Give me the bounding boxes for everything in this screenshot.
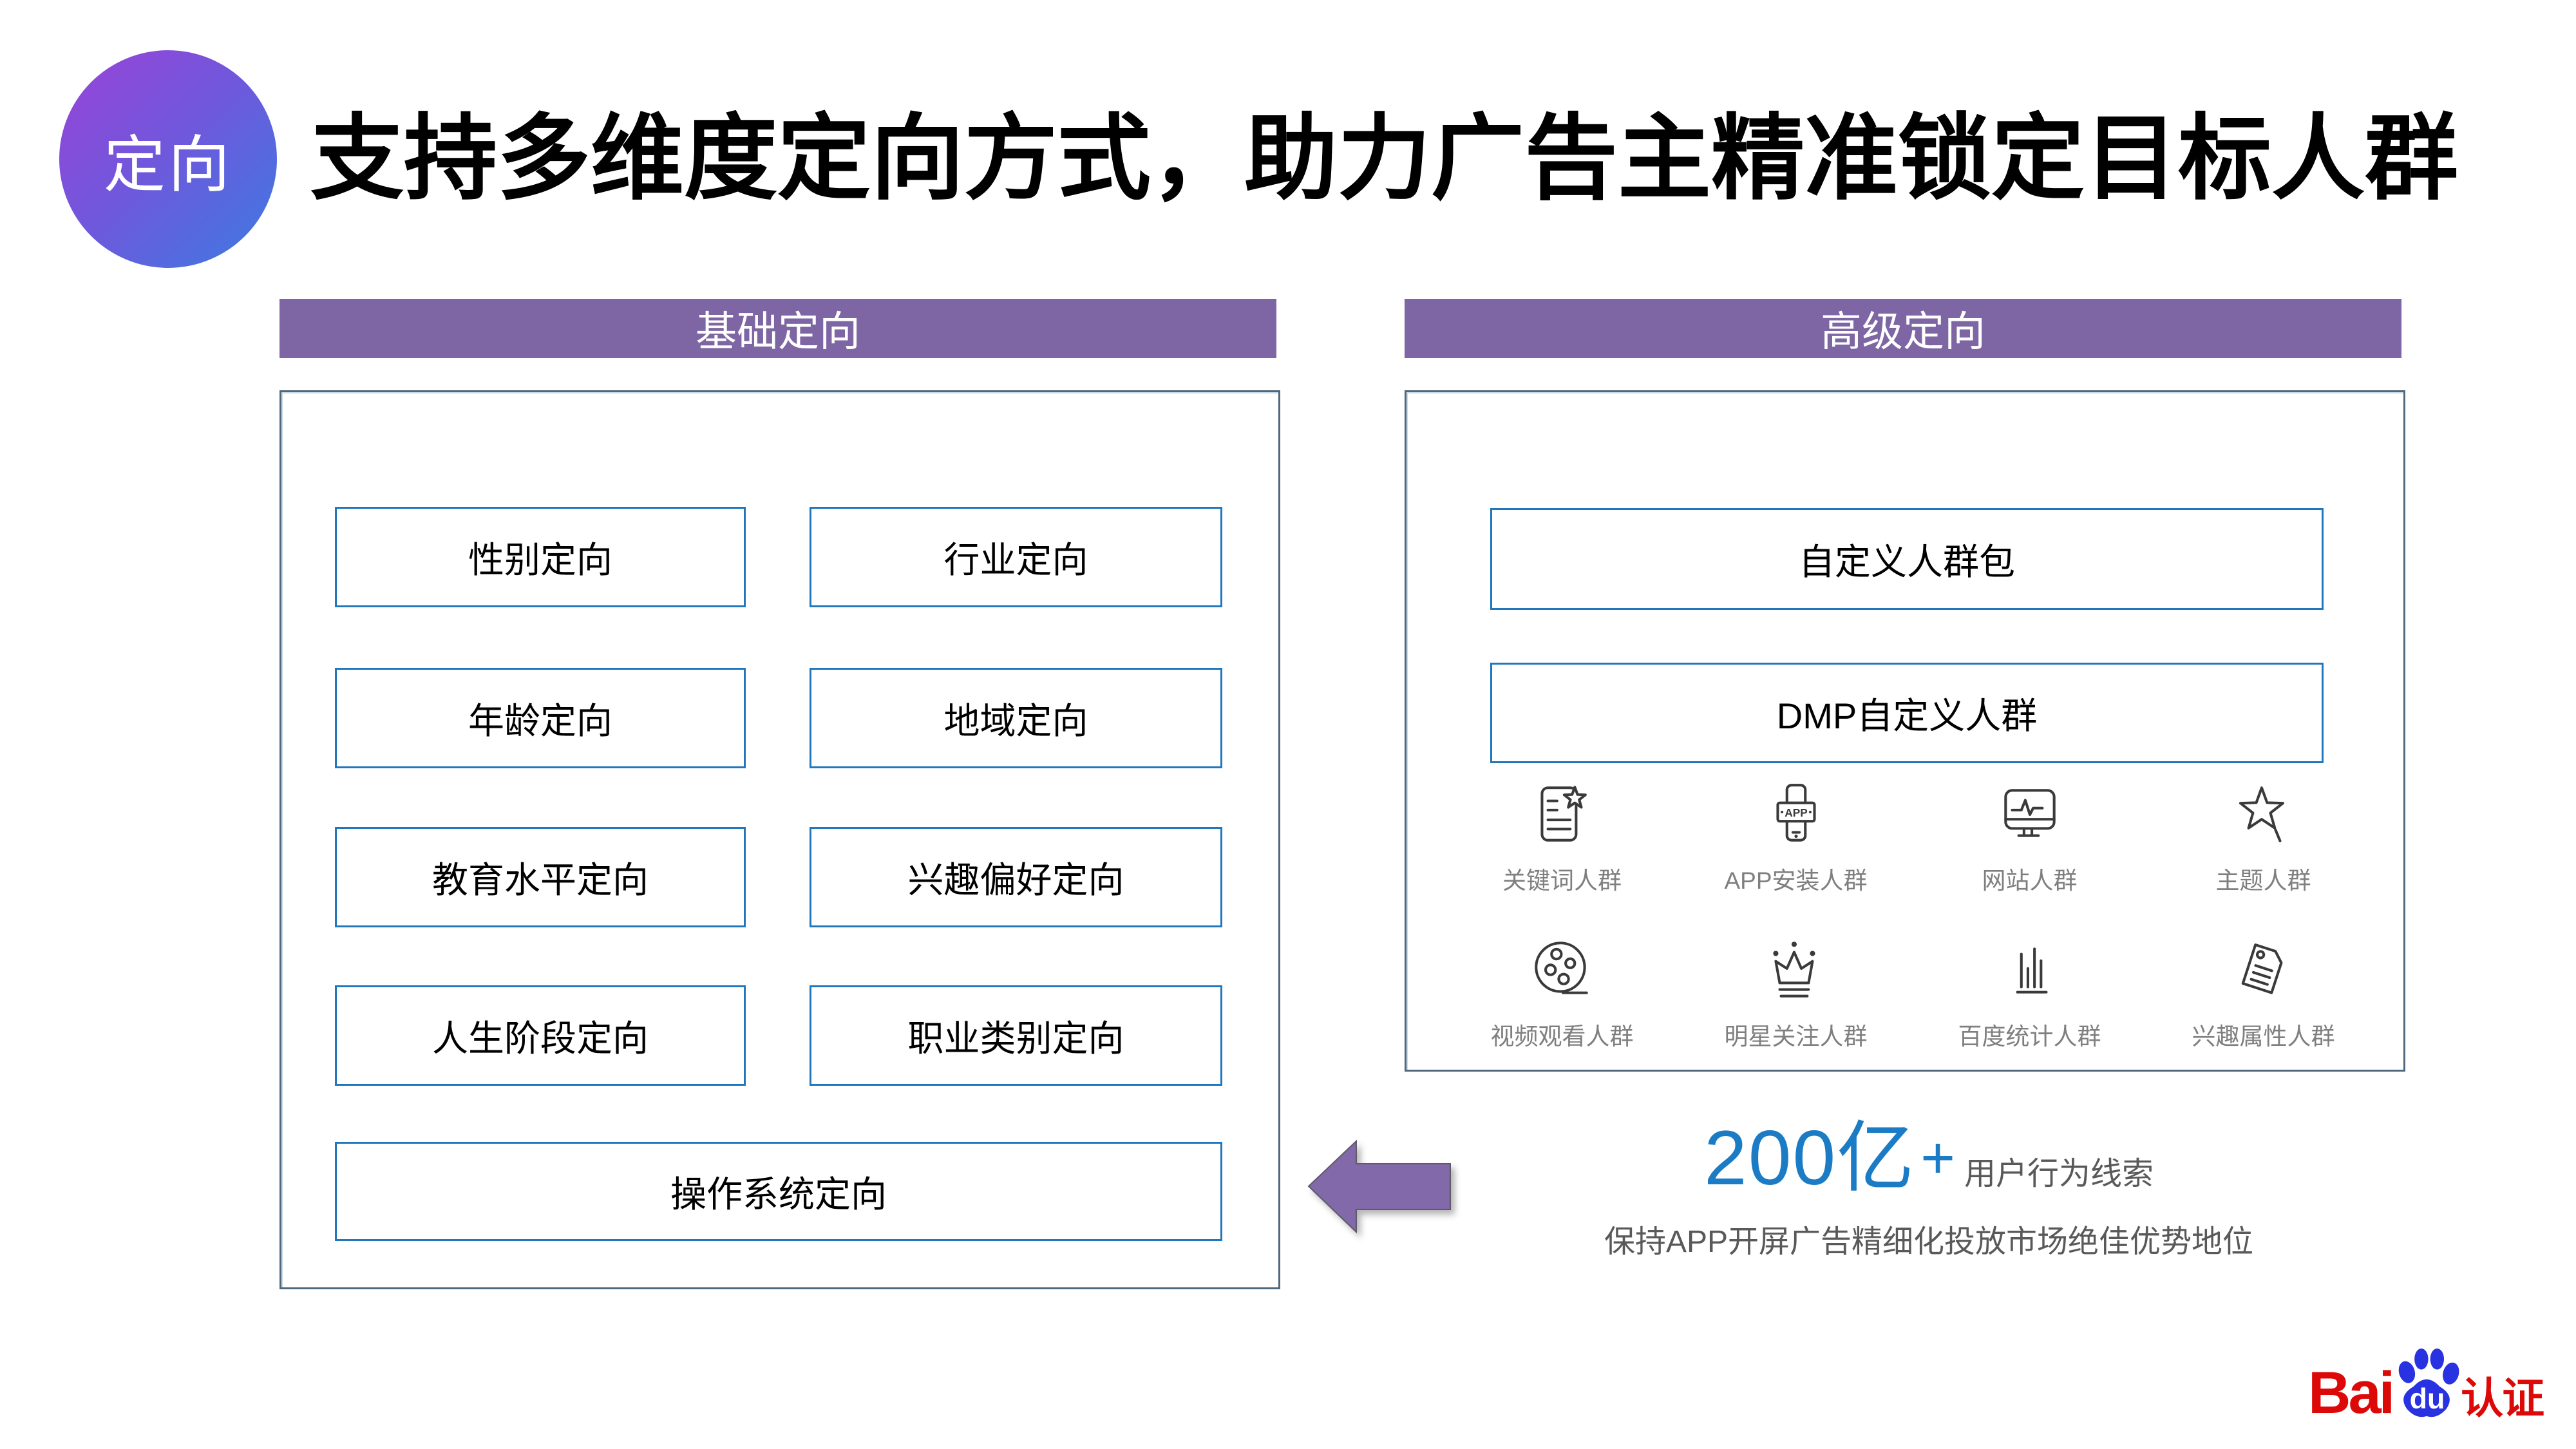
- target-box-occupation: 职业类别定向: [810, 985, 1222, 1086]
- crowd-item-tongji: 百度统计人群: [1913, 934, 2146, 1052]
- crowd-item-video: 视频观看人群: [1445, 934, 1679, 1052]
- targeting-badge: 定向: [59, 50, 277, 268]
- target-box-dmp-crowd: DMP自定义人群: [1490, 663, 2324, 763]
- stats-bars-icon: [2016, 947, 2047, 994]
- left-arrow: [1307, 1139, 1451, 1234]
- advanced-targeting-header: 高级定向: [1405, 299, 2401, 358]
- target-box-education: 教育水平定向: [335, 827, 746, 927]
- target-box-custom-crowd: 自定义人群包: [1490, 508, 2324, 610]
- target-box-region: 地域定向: [810, 668, 1222, 768]
- crowd-item-app-install: APP APP安装人群: [1679, 779, 1913, 896]
- baidu-logo-text-bai: Bai: [2308, 1360, 2395, 1426]
- advanced-header-label: 高级定向: [1821, 308, 1985, 355]
- icon-label: APP安装人群: [1724, 867, 1868, 894]
- star-crown-icon: [1772, 942, 1815, 998]
- target-box-life-stage: 人生阶段定向: [335, 985, 746, 1086]
- video-reel-icon: [1534, 942, 1588, 994]
- crowd-item-topic: 主题人群: [2146, 779, 2380, 896]
- stat-plus: +: [1920, 1125, 1955, 1191]
- app-install-phone-icon: APP: [1776, 784, 1816, 842]
- baidu-paw-icon: du: [2398, 1348, 2459, 1417]
- crowd-item-website: 网站人群: [1913, 779, 2146, 896]
- icon-label: 关键词人群: [1502, 867, 1622, 894]
- icon-label: 百度统计人群: [1958, 1023, 2101, 1050]
- website-monitor-icon: [2003, 789, 2056, 837]
- stats-line1: 200亿 + 用户行为线索: [1539, 1095, 2318, 1207]
- interest-tag-icon: [2241, 943, 2282, 994]
- target-box-interest: 兴趣偏好定向: [810, 827, 1222, 927]
- target-box-os: 操作系统定向: [335, 1142, 1222, 1241]
- svg-text:du: du: [2410, 1382, 2445, 1415]
- icon-label: 明星关注人群: [1724, 1023, 1868, 1050]
- baidu-cert-logo: Bai du 认证: [2308, 1341, 2544, 1426]
- crowd-item-star-follow: 明星关注人群: [1679, 934, 1913, 1052]
- baidu-logo-text-cert: 认证: [2461, 1374, 2544, 1422]
- stats-block: 200亿 + 用户行为线索 保持APP开屏广告精细化投放市场绝佳优势地位: [1539, 1095, 2318, 1261]
- stats-line2: 保持APP开屏广告精细化投放市场绝佳优势地位: [1604, 1225, 2254, 1259]
- stat-number: 200亿: [1704, 1115, 1916, 1201]
- basic-targeting-header: 基础定向: [279, 299, 1276, 358]
- svg-text:APP: APP: [1785, 806, 1808, 819]
- icon-label: 兴趣属性人群: [2192, 1023, 2335, 1050]
- advanced-targeting-panel: 自定义人群包 DMP自定义人群 关键词人群 APP APP安装人群: [1405, 390, 2405, 1072]
- target-box-age: 年龄定向: [335, 668, 746, 768]
- badge-label: 定向: [104, 130, 232, 200]
- icon-label: 主题人群: [2215, 867, 2311, 894]
- target-box-gender: 性别定向: [335, 507, 746, 607]
- stat-suffix: 用户行为线索: [1964, 1157, 2154, 1191]
- crowd-item-interest-tag: 兴趣属性人群: [2146, 934, 2380, 1052]
- basic-targeting-panel: 性别定向 行业定向 年龄定向 地域定向 教育水平定向 兴趣偏好定向 人生阶段定向…: [279, 390, 1280, 1289]
- keyword-document-icon: [1540, 786, 1587, 842]
- icon-label: 网站人群: [1982, 867, 2078, 894]
- target-box-industry: 行业定向: [810, 507, 1222, 607]
- page-title: 支持多维度定向方式，助力广告主精准锁定目标人群: [310, 106, 2458, 211]
- icon-label: 视频观看人群: [1490, 1023, 1634, 1050]
- topic-star-icon: [2239, 786, 2284, 842]
- crowd-item-keyword: 关键词人群: [1445, 779, 1679, 896]
- basic-header-label: 基础定向: [696, 308, 860, 355]
